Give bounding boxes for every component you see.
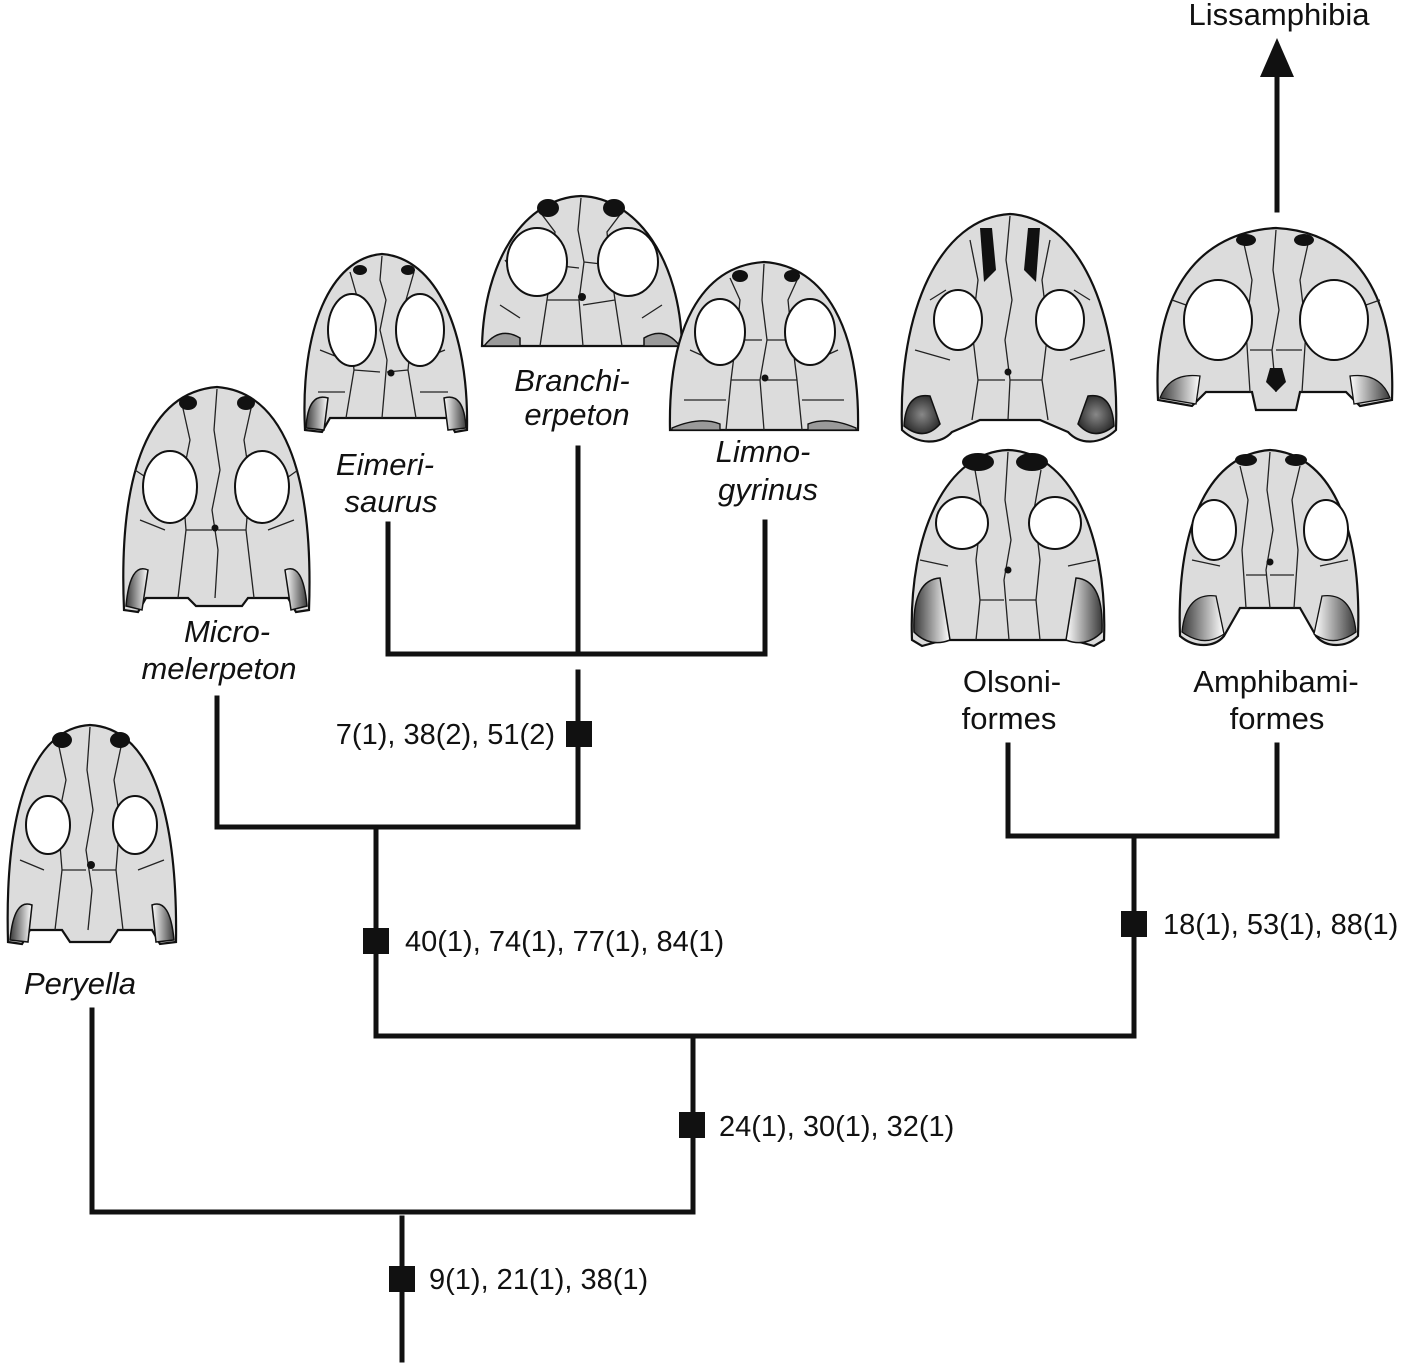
synapomorphy-crown: 24(1), 30(1), 32(1) <box>719 1111 954 1143</box>
label-branchierpeton-line1: Branchi- <box>514 363 629 398</box>
tree-branches <box>89 38 1294 1363</box>
label-lissamphibia: Lissamphibia <box>1189 0 1371 32</box>
label-micromelerpeton-line2: melerpeton <box>141 651 296 686</box>
label-branchierpeton-line2: erpeton <box>524 397 629 432</box>
synapomorphy-branchierpetontid: 7(1), 38(2), 51(2) <box>336 719 555 751</box>
node-marker-branchierpetontid <box>566 721 592 747</box>
skull-amphibamiformes-lower <box>1178 448 1360 647</box>
label-limnogyrinus-line2: gyrinus <box>718 472 818 507</box>
synapomorphy-amphibamiform: 18(1), 53(1), 88(1) <box>1163 909 1398 941</box>
node-marker-micromelerpetontid <box>363 928 389 954</box>
label-eimerisaurus-line1: Eimeri- <box>336 447 434 482</box>
skull-micromelerpeton <box>122 385 311 614</box>
synapomorphy-micromelerpetontid: 40(1), 74(1), 77(1), 84(1) <box>405 926 724 958</box>
node-markers <box>363 721 1147 1292</box>
skull-olsoniformes-lower <box>910 448 1106 648</box>
skull-olsoniformes-upper <box>900 212 1118 443</box>
label-peryella: Peryella <box>24 966 136 1001</box>
label-olsoniformes-line1: Olsoni- <box>963 664 1061 699</box>
node-marker-amphibamiform <box>1121 911 1147 937</box>
label-eimerisaurus-line2: saurus <box>344 484 437 519</box>
node-marker-root <box>389 1266 415 1292</box>
skull-limnogyrinus <box>668 260 860 432</box>
skull-amphibamiformes-upper <box>1156 226 1394 412</box>
lissamphibia-arrowhead <box>1260 38 1294 77</box>
label-amphibamiformes-line2: formes <box>1230 701 1325 736</box>
skull-eimerisaurus <box>303 252 469 434</box>
synapomorphy-root: 9(1), 21(1), 38(1) <box>429 1264 648 1296</box>
node-marker-crown <box>679 1112 705 1138</box>
label-micromelerpeton-line1: Micro- <box>184 614 270 649</box>
label-limnogyrinus-line1: Limno- <box>716 434 811 469</box>
skull-branchierpeton <box>480 194 684 348</box>
label-olsoniformes-line2: formes <box>962 701 1057 736</box>
label-amphibamiformes-line1: Amphibami- <box>1193 664 1358 699</box>
skull-peryella <box>6 723 178 946</box>
